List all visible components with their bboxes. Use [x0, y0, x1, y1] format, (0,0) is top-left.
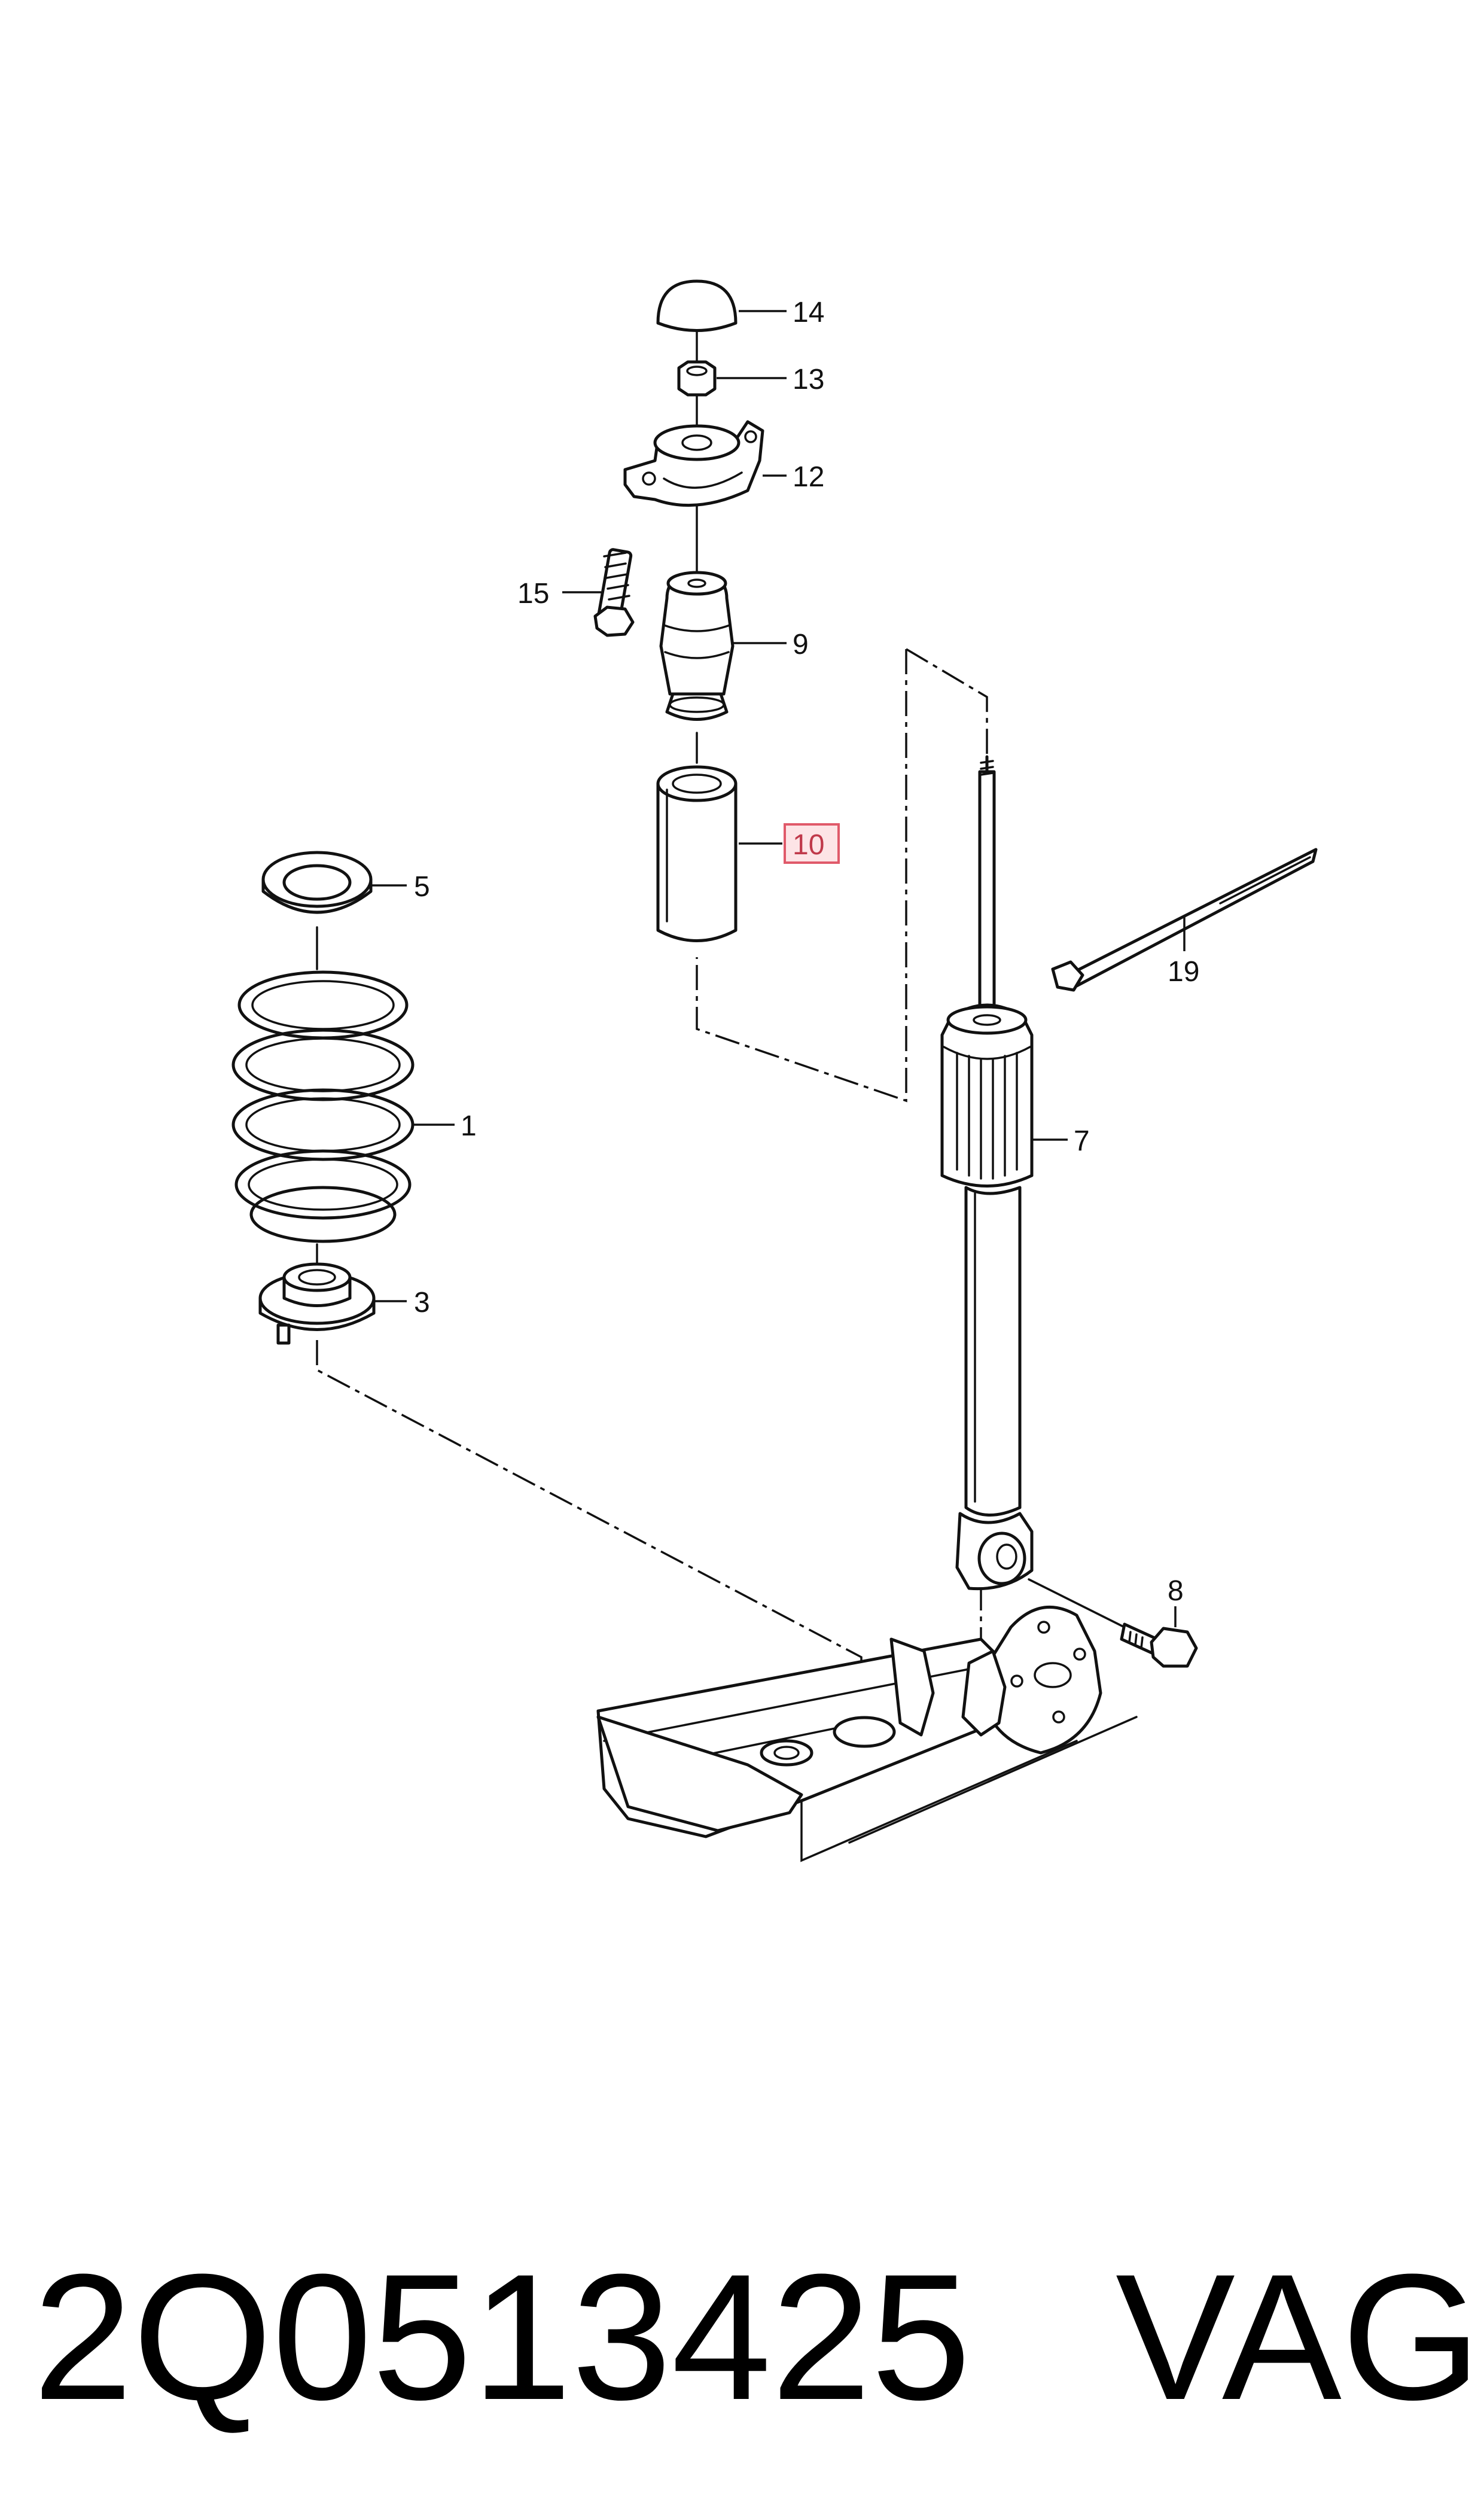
- callout-1: 1: [461, 1110, 477, 1142]
- callout-7: 7: [1074, 1125, 1090, 1157]
- callout-5: 5: [414, 871, 430, 903]
- callouts: 14 13 12 15 9 10 5 1 3 7 19 8: [414, 297, 1199, 1607]
- cable-tie: [1051, 848, 1318, 992]
- hex-nut: [677, 360, 717, 397]
- callout-13: 13: [793, 364, 824, 395]
- callout-3: 3: [414, 1287, 430, 1319]
- callout-10-highlight: [784, 823, 840, 864]
- callout-14: 14: [793, 297, 824, 328]
- callout-19: 19: [1168, 956, 1199, 988]
- leader-lines: [372, 310, 1186, 1627]
- callout-15: 15: [517, 578, 549, 610]
- protective-cap: [656, 279, 738, 332]
- callout-10: 10: [793, 829, 824, 861]
- lower-spring-seat: [258, 1262, 376, 1345]
- strut-mount: [623, 420, 764, 507]
- shock-absorber: [940, 755, 1034, 1591]
- mount-bolt: [593, 548, 635, 637]
- upper-spring-seat: [261, 851, 373, 914]
- callout-9: 9: [793, 629, 809, 660]
- assembly-lines: [316, 325, 988, 1705]
- callout-12: 12: [793, 461, 824, 493]
- rear-axle-beam: [596, 1605, 1138, 1862]
- coil-spring: [231, 970, 415, 1243]
- callout-8: 8: [1168, 1575, 1184, 1607]
- part-number: 2Q0513425: [33, 2236, 971, 2437]
- bump-stop: [659, 571, 735, 721]
- protective-sleeve: [656, 765, 738, 942]
- brand-label: VAG: [1116, 2236, 1481, 2437]
- shock-bolt: [1028, 1578, 1198, 1668]
